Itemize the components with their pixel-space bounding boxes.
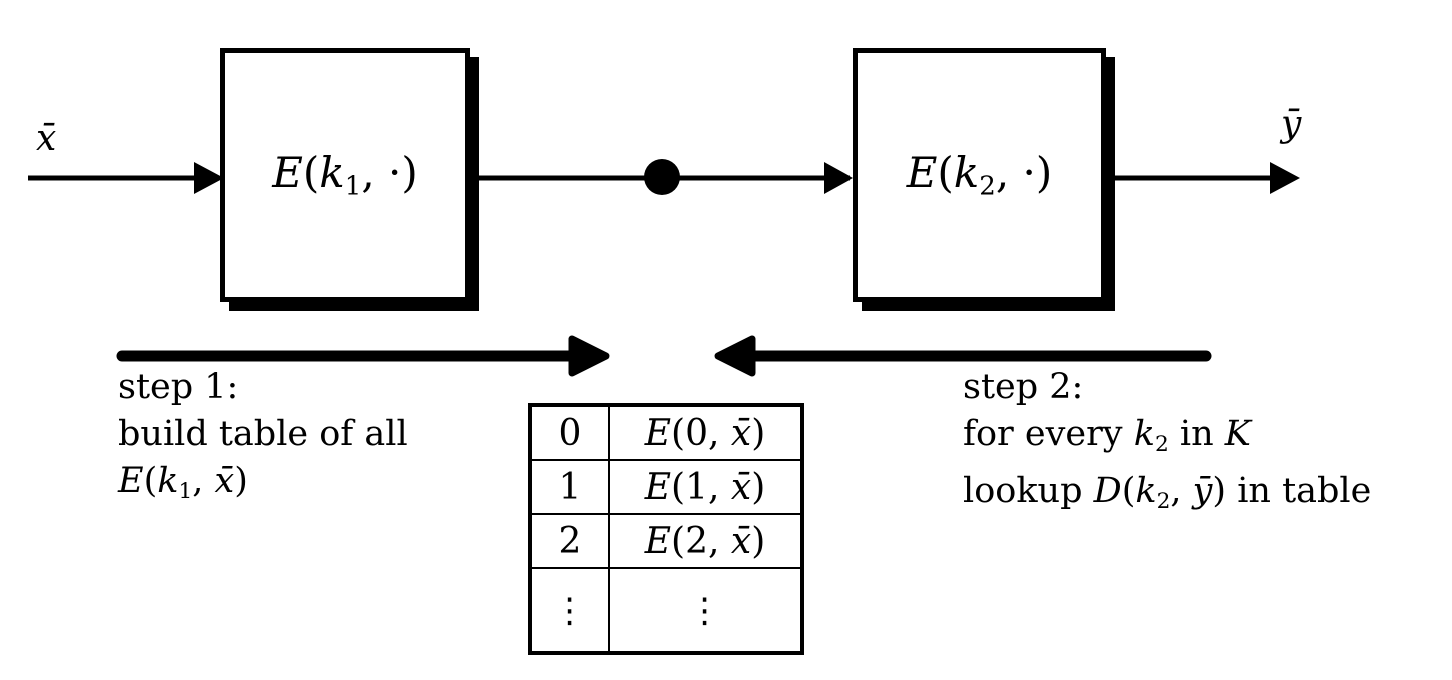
step1-line1: step 1: — [118, 367, 239, 407]
step2-text-block: step 2: for every k2 in K lookup D(k2, ȳ… — [963, 364, 1371, 525]
table-row-ellipsis: ⋮ ⋮ — [529, 567, 803, 654]
output-label: ȳ — [1281, 104, 1302, 145]
table-value-cell: E(1, x̄) — [608, 459, 803, 515]
table-key-cell: 1 — [529, 459, 610, 515]
table-key-cell: 2 — [529, 513, 610, 569]
step2-line1: step 2: — [963, 367, 1084, 407]
encryption-box-1: E(k1, ·) — [220, 48, 470, 302]
table-key-cell: ⋮ — [529, 567, 610, 654]
encryption-box-2-label: E(k2, ·) — [906, 148, 1053, 202]
output-arrowhead-icon — [1270, 162, 1300, 194]
table-row: 0 E(0, x̄) — [529, 404, 803, 461]
step1-text-block: step 1: build table of all E(k1, x̄) — [118, 364, 408, 515]
step2-line2: for every k2 in K — [963, 414, 1251, 458]
table-value-cell: ⋮ — [608, 567, 803, 654]
step1-line2: build table of all — [118, 414, 408, 454]
step1-line3: E(k1, x̄) — [118, 461, 248, 505]
step1-arrowhead-icon — [568, 335, 610, 377]
input-label: x̄ — [36, 118, 57, 159]
middle-arrowhead-icon — [824, 162, 853, 194]
table-row: 1 E(1, x̄) — [529, 459, 803, 515]
table-value-cell: E(2, x̄) — [608, 513, 803, 569]
lookup-table: 0 E(0, x̄) 1 E(1, x̄) 2 E(2, x̄) ⋮ ⋮ — [528, 403, 804, 655]
input-arrowhead-icon — [194, 162, 224, 194]
step2-arrowhead-icon — [714, 335, 756, 377]
junction-dot — [644, 159, 680, 195]
encryption-box-1-label: E(k1, ·) — [272, 148, 418, 202]
table-key-cell: 0 — [529, 404, 610, 461]
encryption-box-2: E(k2, ·) — [853, 48, 1106, 302]
step2-line3: lookup D(k2, ȳ) in table — [963, 471, 1372, 515]
table-value-cell: E(0, x̄) — [608, 404, 803, 461]
table-row: 2 E(2, x̄) — [529, 513, 803, 569]
